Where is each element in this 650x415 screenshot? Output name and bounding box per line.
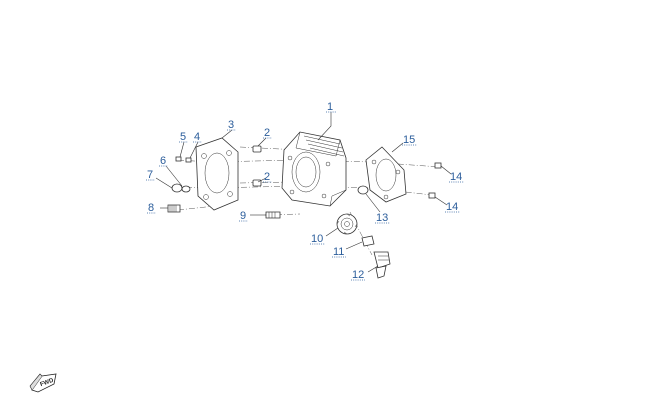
callout-11: 11 bbox=[333, 246, 344, 258]
callout-3: 3 bbox=[228, 119, 234, 131]
part-cylinder bbox=[281, 131, 347, 207]
callout-9: 9 bbox=[240, 210, 246, 222]
callout-2-lower: 2 bbox=[264, 171, 270, 183]
forward-arrow-icon: FWD bbox=[29, 373, 57, 393]
callout-13: 13 bbox=[376, 212, 388, 224]
callout-1: 1 bbox=[327, 101, 333, 113]
fwd-label: FWD bbox=[40, 378, 56, 389]
callout-15: 15 bbox=[403, 134, 415, 146]
callout-5: 5 bbox=[180, 131, 186, 143]
callout-14-lower: 14 bbox=[446, 201, 458, 213]
callout-7: 7 bbox=[147, 169, 153, 181]
small-parts bbox=[167, 145, 442, 279]
callout-12: 12 bbox=[352, 269, 364, 281]
callout-6: 6 bbox=[160, 155, 166, 167]
part-gasket-right bbox=[365, 146, 407, 203]
callout-14-upper: 14 bbox=[450, 171, 462, 183]
callout-8: 8 bbox=[148, 202, 154, 214]
callout-4: 4 bbox=[194, 131, 200, 143]
leader-lines bbox=[155, 112, 452, 273]
callouts: 1 2 2 3 4 5 6 7 8 9 10 11 12 13 14 14 15 bbox=[146, 101, 464, 281]
callout-2-upper: 2 bbox=[264, 127, 270, 139]
part-gasket-left bbox=[195, 137, 239, 211]
callout-10: 10 bbox=[311, 233, 323, 245]
